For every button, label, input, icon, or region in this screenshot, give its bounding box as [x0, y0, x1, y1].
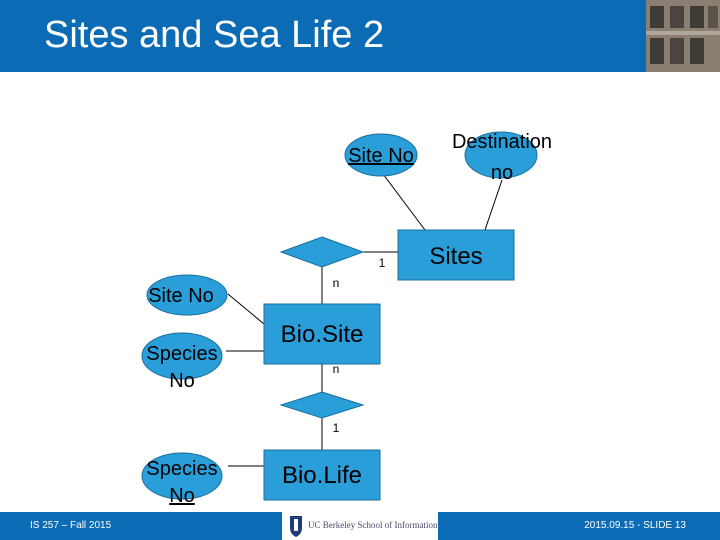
logo-text: UC Berkeley School of Information [308, 520, 438, 530]
er-diagram: Site No Destination no Site No Species N… [141, 131, 552, 507]
attr-sites-site-no [344, 133, 418, 177]
label-sites-site-no: Site No [348, 145, 414, 167]
label-destination-line2: no [491, 162, 513, 184]
title-bar: Sites and Sea Life 2 [0, 0, 720, 72]
label-entity-biolife: Bio.Life [282, 462, 362, 489]
building-photo [646, 0, 720, 72]
slide-number: 2015.09.15 - SLIDE 13 [584, 520, 686, 531]
attr-biolife-species-no [141, 452, 223, 500]
line-siteno-sites [379, 169, 426, 231]
rel-biosite-biolife [279, 391, 365, 419]
school-logo: UC Berkeley School of Information [282, 512, 438, 540]
line-siteno-biosite [227, 293, 265, 325]
card-biosite-many-top: n [333, 276, 340, 290]
attr-biosite-species-no [141, 332, 223, 380]
label-biolife-species-line2: No [169, 485, 195, 507]
rel-sites-biosite [279, 236, 365, 268]
entity-biosite [263, 303, 381, 365]
card-sites-one: 1 [379, 256, 386, 270]
footer-bar: IS 257 – Fall 2015 UC Berkeley School of… [0, 512, 720, 540]
label-destination-line1: Destination [452, 131, 552, 153]
berkeley-shield-icon [290, 516, 302, 537]
label-entity-biosite: Bio.Site [281, 321, 364, 348]
card-biolife-one: 1 [333, 421, 340, 435]
label-biolife-species-line1: Species [146, 458, 217, 480]
label-biosite-species-line2: No [169, 370, 195, 392]
line-destination-sites [484, 179, 503, 231]
card-biosite-many-bottom: n [333, 362, 340, 376]
label-biosite-site-no: Site No [148, 285, 214, 307]
attr-biosite-site-no [146, 274, 228, 316]
attr-sites-destination [464, 131, 538, 179]
entity-sites [397, 229, 515, 281]
entity-biolife [263, 449, 381, 501]
slide-title: Sites and Sea Life 2 [44, 14, 385, 56]
course-label: IS 257 – Fall 2015 [30, 520, 112, 531]
label-entity-sites: Sites [429, 243, 482, 270]
label-biosite-species-line1: Species [146, 343, 217, 365]
